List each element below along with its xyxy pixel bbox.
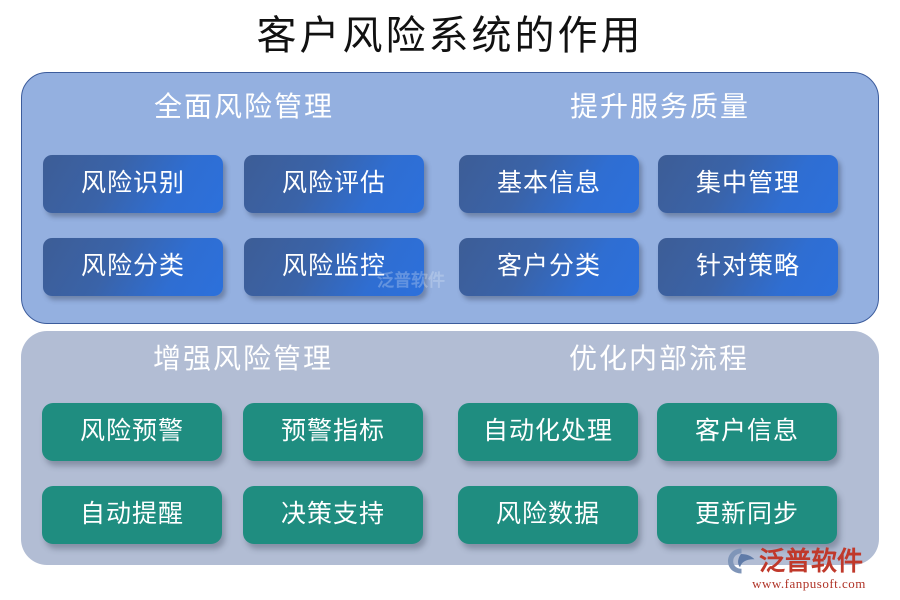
item-box-gengxin-tongbu[interactable]: 更新同步 <box>657 486 837 544</box>
item-box-fengxian-yujing[interactable]: 风险预警 <box>42 403 222 461</box>
item-box-zidonghua-chuli[interactable]: 自动化处理 <box>458 403 638 461</box>
section-heading-quanmian-fengxian-guanli: 全面风险管理 <box>153 92 334 123</box>
item-box-jiben-xinxi[interactable]: 基本信息 <box>459 155 639 213</box>
brand-logo-row: 泛普软件 <box>726 546 892 576</box>
item-box-kehu-xinxi[interactable]: 客户信息 <box>657 403 837 461</box>
brand-url: www.fanpusoft.com <box>752 576 866 591</box>
panel-enhanced-risk: 增强风险管理 优化内部流程 风险预警 预警指标 自动提醒 决策支持 自动化处理 … <box>21 331 879 565</box>
item-box-yujing-zhibiao[interactable]: 预警指标 <box>243 403 423 461</box>
section-heading-tisheng-fuwu-zhiliang: 提升服务质量 <box>569 92 750 123</box>
fanpu-swoosh-icon <box>726 546 756 576</box>
item-box-zhendui-celve[interactable]: 针对策略 <box>658 238 838 296</box>
item-box-fengxian-shibie[interactable]: 风险识别 <box>43 155 223 213</box>
item-box-fengxian-pinggu[interactable]: 风险评估 <box>244 155 424 213</box>
panel-comprehensive-risk: 全面风险管理 提升服务质量 风险识别 风险评估 风险分类 风险监控 基本信息 集… <box>21 72 879 324</box>
brand-logo: 泛普软件 www.fanpusoft.com <box>726 546 892 592</box>
item-box-jizhong-guanli[interactable]: 集中管理 <box>658 155 838 213</box>
item-box-fengxian-fenlei[interactable]: 风险分类 <box>43 238 223 296</box>
item-box-fengxian-shuju[interactable]: 风险数据 <box>458 486 638 544</box>
item-box-juece-zhichi[interactable]: 决策支持 <box>243 486 423 544</box>
section-heading-youhua-neibu-liucheng: 优化内部流程 <box>568 344 749 375</box>
item-box-zidong-tixing[interactable]: 自动提醒 <box>42 486 222 544</box>
item-box-kehu-fenlei[interactable]: 客户分类 <box>459 238 639 296</box>
section-heading-zengqiang-fengxian-guanli: 增强风险管理 <box>152 344 333 375</box>
page-title: 客户风险系统的作用 <box>256 13 644 58</box>
item-box-fengxian-jiankong[interactable]: 风险监控 <box>244 238 424 296</box>
brand-name: 泛普软件 <box>759 546 864 576</box>
